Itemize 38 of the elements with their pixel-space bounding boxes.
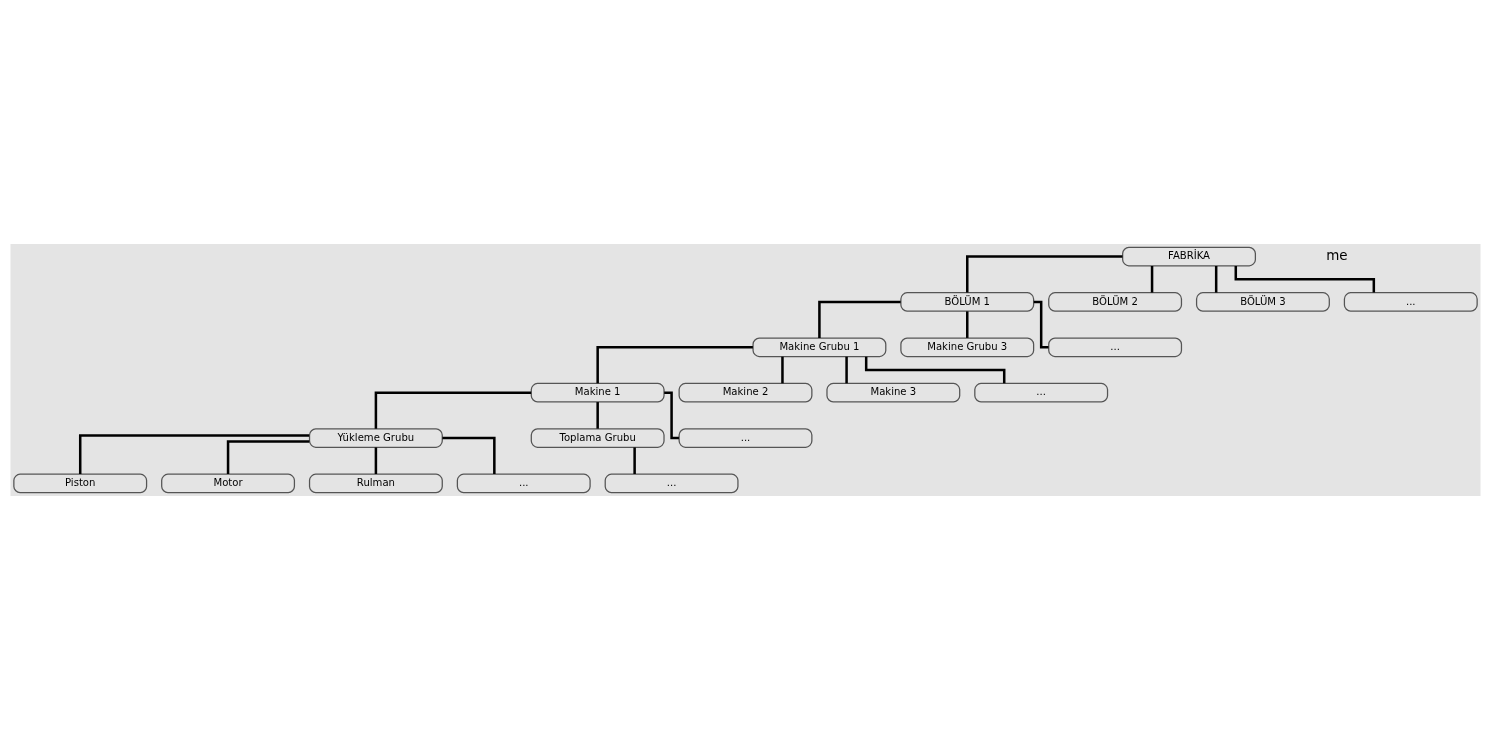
connector [374,447,378,474]
label: me [1326,247,1348,263]
node-box: ... [1048,337,1183,358]
node-box: ... [678,428,813,448]
node-box: Makine 1 [530,382,665,403]
connector [818,300,901,338]
connector [78,434,310,474]
node-box: Toplama Grubu [530,428,665,448]
node-box: BÖLÜM 1 [900,292,1035,312]
connector [596,402,599,429]
connector [374,391,532,429]
connector [1214,266,1218,293]
connector [1150,266,1154,293]
node-box: ... [974,382,1109,403]
node-box: Motor [161,473,296,494]
node-box: Makine 2 [678,382,813,403]
node-box: BÖLÜM 2 [1048,292,1183,312]
connector [442,436,496,474]
node-box: Yükleme Grubu [308,428,443,448]
connector [226,440,310,475]
connector [966,311,969,338]
connector [966,255,1123,293]
node-box: Rulman [308,473,443,494]
connector [596,346,753,384]
node-box: Makine 3 [826,382,961,403]
node-box: FABRİKA [1122,246,1256,267]
node-box: Piston [13,473,148,494]
node-box: ... [1343,292,1478,312]
connector [633,447,636,474]
node-box: ... [456,473,591,494]
connector [781,356,784,384]
connector [845,356,848,384]
connector [1033,300,1049,349]
node-box: Makine Grubu 1 [752,337,887,358]
node-box: ... [604,473,739,494]
node-box: Makine Grubu 3 [900,337,1035,358]
connector [664,391,679,440]
node-box: BÖLÜM 3 [1195,292,1330,312]
